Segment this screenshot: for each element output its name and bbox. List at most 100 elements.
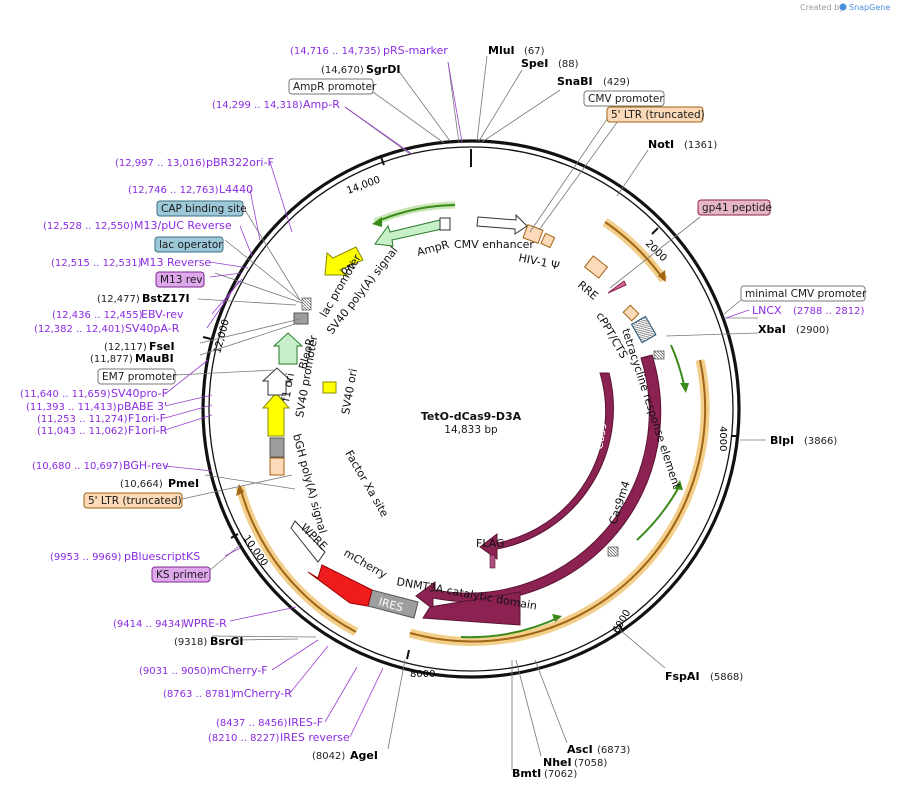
primer-pbabe-range: (11,393 .. 11,413) — [26, 402, 117, 413]
tick-14000: 14,000 — [345, 175, 382, 197]
primer-pbluescript[interactable]: pBluescriptKS — [124, 550, 200, 563]
primer-pbr322-range: (12,997 .. 13,016) — [115, 158, 206, 169]
enzyme-blpi[interactable]: BlpI — [770, 434, 794, 447]
tick-mark-8000 — [406, 649, 410, 660]
box-ltr-bottom[interactable] — [83, 492, 183, 509]
box-min-cmv[interactable] — [740, 285, 866, 302]
box-ks-primer-text: KS primer — [156, 569, 208, 581]
enzyme-xbai[interactable]: XbaI — [758, 323, 786, 336]
ampr-arc-head — [372, 217, 382, 227]
box-m13-rev[interactable] — [155, 271, 205, 288]
sv40pa-box — [293, 312, 309, 325]
primer-mcherryr-range: (8763 .. 8781) — [163, 689, 235, 700]
enzyme-bmti[interactable]: BmtI — [512, 767, 541, 780]
enzyme-mlui[interactable]: MluI — [488, 44, 515, 57]
box-cap[interactable] — [156, 200, 244, 217]
label-hiv: HIV-1 Ψ — [517, 251, 561, 272]
mcherry-arrow — [307, 564, 373, 607]
wpre-box — [290, 520, 326, 563]
label-ampr: AmpR — [415, 238, 450, 259]
primer-m13puc-range: (12,528 .. 12,550) — [43, 221, 134, 232]
primer-wpre[interactable]: WPRE-R — [183, 617, 227, 630]
arc-3ltr-head — [236, 484, 244, 496]
label-sv40ori: SV40 ori — [339, 368, 360, 416]
label-flag: FLAG — [476, 537, 505, 550]
cas9m4-nls — [607, 546, 619, 557]
primer-f1orir-range: (11,043 .. 11,062) — [37, 426, 128, 437]
primer-sv40pro[interactable]: SV40pro-F — [111, 387, 168, 400]
tick-mark-12000 — [202, 336, 212, 340]
primer-l4440[interactable]: L4440 — [219, 183, 253, 196]
enzyme-fspai[interactable]: FspAI — [665, 670, 700, 683]
primer-iresf[interactable]: IRES-F — [288, 716, 323, 729]
primer-lncx[interactable]: LNCX — [752, 304, 782, 317]
label-rre: RRE — [575, 278, 600, 302]
enzyme-agei[interactable]: AgeI — [350, 749, 378, 762]
primer-ampr[interactable]: Amp-R — [303, 98, 340, 111]
primer-iresr[interactable]: IRES reverse — [280, 731, 350, 744]
box-gp41[interactable] — [697, 199, 771, 216]
primer-iresf-range: (8437 .. 8456) — [216, 718, 288, 729]
primer-pbr322[interactable]: pBR322ori-F — [206, 156, 274, 169]
box-cmv-promoter[interactable] — [583, 90, 665, 107]
box-ltr-top[interactable] — [606, 106, 704, 123]
hiv-box — [540, 232, 556, 249]
primer-f1orir[interactable]: F1ori-R — [128, 424, 168, 437]
arc-dcas9-cassette — [409, 359, 707, 643]
cmv-enhancer-arrow — [476, 213, 528, 235]
flag-tag — [489, 554, 496, 569]
lac-box — [301, 297, 312, 311]
primer-ebv[interactable]: EBV-rev — [141, 308, 184, 321]
enzyme-pmei[interactable]: PmeI — [168, 477, 199, 490]
enzyme-nhei-pos: (7058) — [574, 758, 607, 769]
primer-f1orif[interactable]: F1ori-F — [128, 412, 166, 425]
primer-bgh[interactable]: BGH-rev — [123, 459, 169, 472]
enzyme-sgrdi-pos: (14,670) — [321, 65, 364, 76]
enzyme-blpi-pos: (3866) — [804, 436, 837, 447]
primer-prs-marker[interactable]: pRS-marker — [383, 44, 448, 57]
primer-sv40pro-range: (11,640 .. 11,659) — [20, 389, 111, 400]
enzyme-sgrdi[interactable]: SgrDI — [366, 63, 400, 76]
arc-3ltr — [239, 486, 357, 633]
enzyme-bstz17i[interactable]: BstZ17I — [142, 292, 190, 305]
label-bgh: bGH poly(A) signal — [290, 432, 329, 535]
enzyme-noti-pos: (1361) — [684, 140, 717, 151]
enzyme-spei[interactable]: SpeI — [521, 57, 548, 70]
enzyme-noti[interactable]: NotI — [648, 138, 674, 151]
credit-text: Created by — [800, 3, 844, 12]
cas9-arrow — [479, 372, 614, 560]
label-cmv-enhancer: CMV enhancer — [454, 238, 534, 251]
primer-m13rev-range: (12,515 .. 12,531) — [51, 258, 142, 269]
enzyme-fsei[interactable]: FseI — [149, 340, 175, 353]
box-lac-operator[interactable] — [154, 236, 224, 253]
enzyme-asci-pos: (6873) — [597, 745, 630, 756]
primer-sv40pa[interactable]: SV40pA-R — [125, 322, 180, 335]
bgh-box — [269, 437, 285, 458]
primer-ampr-range: (14,299 .. 14,318) — [212, 100, 303, 111]
enzyme-snabi-pos: (429) — [603, 77, 630, 88]
rre-box — [583, 255, 609, 279]
box-em7-text: EM7 promoter — [102, 371, 177, 383]
primer-m13puc[interactable]: M13/pUC Reverse — [134, 219, 232, 232]
box-ampr-promoter[interactable] — [288, 78, 374, 95]
ampr-promoter-box — [439, 217, 451, 231]
primer-pbabe[interactable]: pBABE 3' — [117, 400, 167, 413]
primer-mcherryr[interactable]: mCherry-R — [233, 687, 292, 700]
box-ampr-promoter-text: AmpR promoter — [293, 81, 377, 93]
enzyme-agei-pos: (8042) — [312, 751, 345, 762]
box-cmv-promoter-text: CMV promoter — [588, 93, 664, 105]
arc-5ltr-top-head — [658, 270, 666, 282]
primer-mcherryf[interactable]: mCherry-F — [210, 664, 268, 677]
green-arc-3 — [460, 616, 561, 639]
backbone-outer — [201, 139, 741, 679]
enzyme-asci[interactable]: AscI — [567, 743, 593, 756]
enzyme-nhei[interactable]: NheI — [543, 756, 572, 769]
enzyme-snabi[interactable]: SnaBI — [557, 75, 593, 88]
box-ks-primer[interactable] — [151, 566, 211, 583]
box-em7[interactable] — [97, 368, 176, 385]
cppt-box — [622, 304, 640, 322]
enzyme-bsrgi[interactable]: BsrGI — [210, 635, 243, 648]
enzyme-maubi[interactable]: MauBI — [135, 352, 174, 365]
tick-mark-2000 — [651, 227, 659, 235]
primer-m13rev[interactable]: M13 Reverse — [140, 256, 211, 269]
